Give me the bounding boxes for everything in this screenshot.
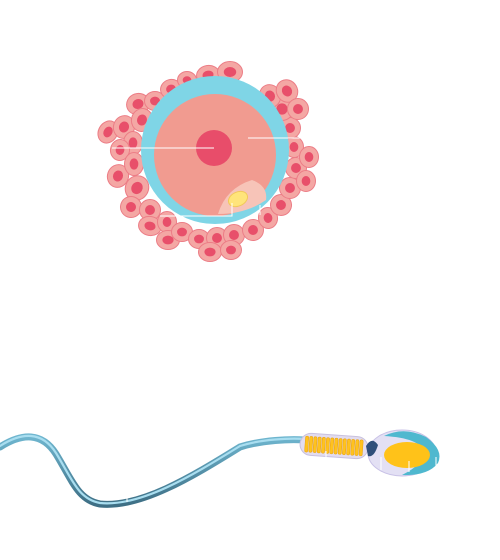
follicle-cell (287, 98, 309, 120)
follicle-cell-nucleus (162, 217, 172, 227)
follicle-cell (124, 175, 150, 201)
follicle-cell-nucleus (131, 181, 143, 195)
follicle-cell-nucleus (293, 104, 303, 114)
follicle-cell-nucleus (223, 67, 237, 77)
mitochondrion (329, 437, 335, 455)
follicle-cell-nucleus (285, 123, 295, 133)
follicle-cell-nucleus (276, 103, 288, 115)
follicle-cell (257, 207, 279, 229)
mitochondrion (342, 438, 347, 455)
follicle-cell-nucleus (129, 158, 139, 170)
follicle-cell-nucleus (145, 205, 155, 215)
follicle-cell-nucleus (150, 96, 160, 106)
follicle-cell-nucleus (226, 245, 236, 255)
follicle-cell (198, 242, 222, 262)
follicle-cell-nucleus (128, 137, 138, 149)
follicle-cell-nucleus (118, 121, 130, 133)
follicle-cell (157, 211, 177, 233)
follicle-cell-nucleus (194, 234, 204, 244)
follicle-cell (106, 164, 130, 188)
follicle-cell-nucleus (304, 152, 314, 162)
follicle-cell-nucleus (144, 221, 156, 231)
sperm-tail-highlight (0, 434, 307, 505)
mitochondrion (333, 437, 339, 455)
follicle-cell (139, 199, 161, 221)
egg-cell (97, 61, 319, 262)
mitochondrion (346, 438, 351, 456)
sperm-leader-lines (126, 451, 437, 502)
follicle-cell-nucleus (162, 235, 174, 245)
follicle-cell-nucleus (263, 213, 273, 223)
mitochondrion (304, 435, 309, 453)
mitochondrion (321, 437, 326, 454)
follicle-cell-nucleus (281, 85, 293, 97)
follicle-cell (296, 170, 316, 192)
follicle-cell-nucleus (301, 176, 311, 186)
polar-body (227, 190, 249, 208)
mitochondrion (312, 436, 318, 453)
mitochondrion (316, 436, 322, 454)
follicle-cell-nucleus (291, 163, 301, 173)
follicle-cell (120, 196, 142, 218)
follicle-cell-nucleus (126, 202, 136, 212)
follicle-cell (299, 146, 319, 168)
follicle-cell-nucleus (103, 126, 113, 138)
follicle-cell-nucleus (136, 114, 148, 126)
mitochondrion (358, 439, 364, 457)
follicle-cell-nucleus (212, 233, 222, 243)
follicle-cell (171, 222, 193, 242)
follicle-cell-nucleus (289, 142, 299, 152)
follicle-cell-nucleus (276, 200, 286, 210)
mitochondria-spiral (304, 435, 364, 457)
sperm-nucleus (384, 442, 430, 468)
leader-polar-body (160, 203, 233, 217)
follicle-cell-nucleus (112, 170, 124, 182)
follicle-cell (270, 194, 292, 216)
sperm-cell (0, 429, 440, 508)
follicle-cell-nucleus (204, 247, 216, 257)
follicle-cell-nucleus (177, 227, 187, 237)
follicle-cell (124, 152, 144, 176)
neck (366, 440, 378, 457)
follicle-cell (220, 240, 242, 260)
follicle-cell-nucleus (229, 230, 239, 240)
mitochondrion (337, 438, 343, 455)
follicle-cell-nucleus (248, 225, 258, 235)
egg-leader-lines (112, 137, 305, 217)
mitochondrion (350, 439, 356, 456)
acrosome (384, 431, 440, 476)
mitochondrion (325, 437, 330, 454)
follicle-cell (279, 177, 301, 199)
follicle-cell (242, 219, 264, 241)
mitochondrion (308, 436, 314, 453)
mitochondrion (354, 439, 360, 456)
follicle-cell-nucleus (285, 183, 295, 193)
follicle-cell-nucleus (132, 98, 144, 110)
